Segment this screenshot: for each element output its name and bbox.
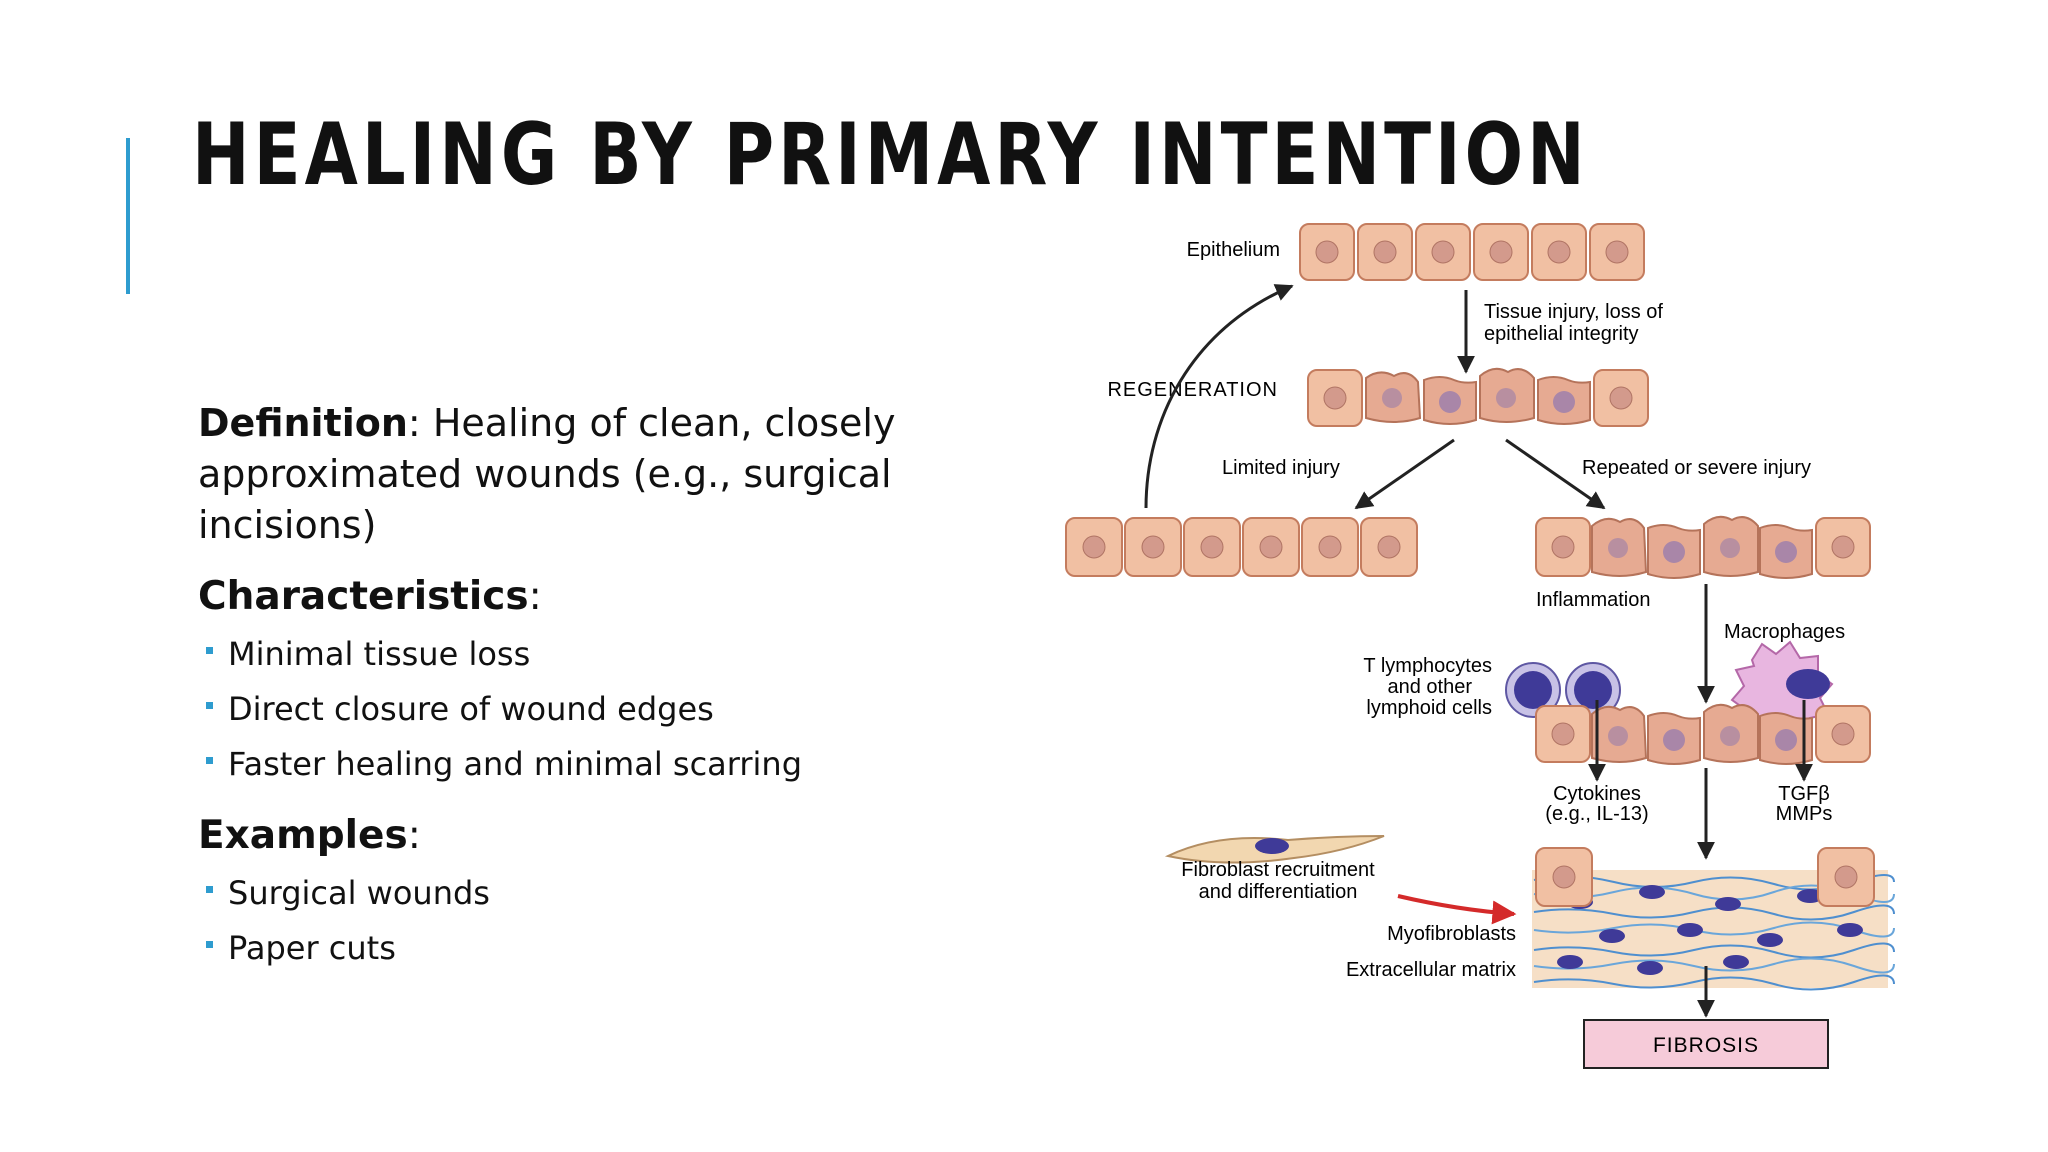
fibrosis-pathway-diagram: Epithelium Tissue injury, loss of epithe… (1065, 223, 1895, 1069)
damaged-cell-row (1535, 515, 1871, 579)
t-lymphocytes-label-1: T lymphocytes (1363, 655, 1492, 677)
characteristics-colon: : (528, 574, 542, 619)
characteristics-list: Minimal tissue loss Direct closure of wo… (198, 627, 958, 792)
tissue-injury-label-2: epithelial integrity (1484, 323, 1639, 345)
epithelium-label: Epithelium (1187, 239, 1280, 261)
list-item-text: Surgical wounds (228, 874, 490, 912)
characteristics-heading: Characteristics: (198, 573, 958, 621)
examples-heading: Examples: (198, 812, 958, 860)
list-item-text: Direct closure of wound edges (228, 690, 714, 728)
limited-injury-label: Limited injury (1222, 457, 1340, 479)
regeneration-arrow (1144, 284, 1294, 509)
lymphocyte-cells (1505, 662, 1621, 718)
definition-label: Definition (198, 401, 408, 445)
severe-injury-arrow (1505, 438, 1606, 510)
list-item: Direct closure of wound edges (198, 682, 958, 737)
definition-colon: : (407, 401, 421, 445)
restored-cell-row (1065, 517, 1418, 577)
macrophages-label: Macrophages (1724, 621, 1845, 643)
t-lymphocytes-label-2: and other (1387, 676, 1472, 698)
tissue-injury-label-1: Tissue injury, loss of (1484, 301, 1663, 323)
list-item-text: Paper cuts (228, 929, 396, 967)
repeated-injury-label: Repeated or severe injury (1582, 457, 1811, 479)
slide-content: Definition: Healing of clean, closely ap… (198, 398, 958, 996)
bullet-square-icon (206, 647, 213, 654)
list-item: Minimal tissue loss (198, 627, 958, 682)
extracellular-matrix-label: Extracellular matrix (1346, 959, 1516, 981)
bullet-square-icon (206, 941, 213, 948)
accent-bar (126, 138, 130, 294)
injured-cell-row (1307, 367, 1649, 427)
characteristics-label: Characteristics (198, 574, 529, 619)
examples-label: Examples (198, 813, 408, 858)
list-item-text: Faster healing and minimal scarring (228, 745, 802, 783)
t-lymphocytes-label-3: lymphoid cells (1366, 697, 1492, 719)
epithelium-cell-row (1299, 223, 1645, 281)
bullet-square-icon (206, 702, 213, 709)
list-item: Faster healing and minimal scarring (198, 737, 958, 792)
examples-list: Surgical wounds Paper cuts (198, 866, 958, 976)
examples-colon: : (407, 813, 421, 858)
list-item: Surgical wounds (198, 866, 958, 921)
cytokines-label-1: Cytokines (1553, 783, 1641, 805)
myofibroblasts-label: Myofibroblasts (1387, 923, 1516, 945)
bullet-square-icon (206, 757, 213, 764)
fibroblast-label-2: and differentiation (1199, 881, 1358, 903)
fibrotic-tissue (1532, 847, 1895, 991)
list-item-text: Minimal tissue loss (228, 635, 531, 673)
recruitment-arrow (1397, 894, 1517, 925)
regeneration-label: REGENERATION (1107, 379, 1278, 401)
slide-title: HEALING BY PRIMARY INTENTION (192, 105, 1589, 205)
definition-paragraph: Definition: Healing of clean, closely ap… (198, 398, 958, 551)
fibrosis-label: FIBROSIS (1653, 1034, 1759, 1057)
definition-text: Healing of clean, closely approximated w… (198, 401, 896, 547)
fibrosis-box (1583, 1019, 1829, 1069)
fibroblast-cell (1164, 835, 1385, 864)
cytokines-label-2: (e.g., IL-13) (1545, 803, 1648, 825)
infiltrated-cell-row (1535, 703, 1871, 765)
tgf-label-1: TGFβ (1778, 783, 1830, 805)
bullet-square-icon (206, 886, 213, 893)
limited-injury-arrow (1354, 438, 1455, 510)
fibroblast-label-1: Fibroblast recruitment (1181, 859, 1375, 881)
tgf-label-2: MMPs (1776, 803, 1833, 825)
list-item: Paper cuts (198, 921, 958, 976)
inflammation-label: Inflammation (1536, 589, 1651, 611)
